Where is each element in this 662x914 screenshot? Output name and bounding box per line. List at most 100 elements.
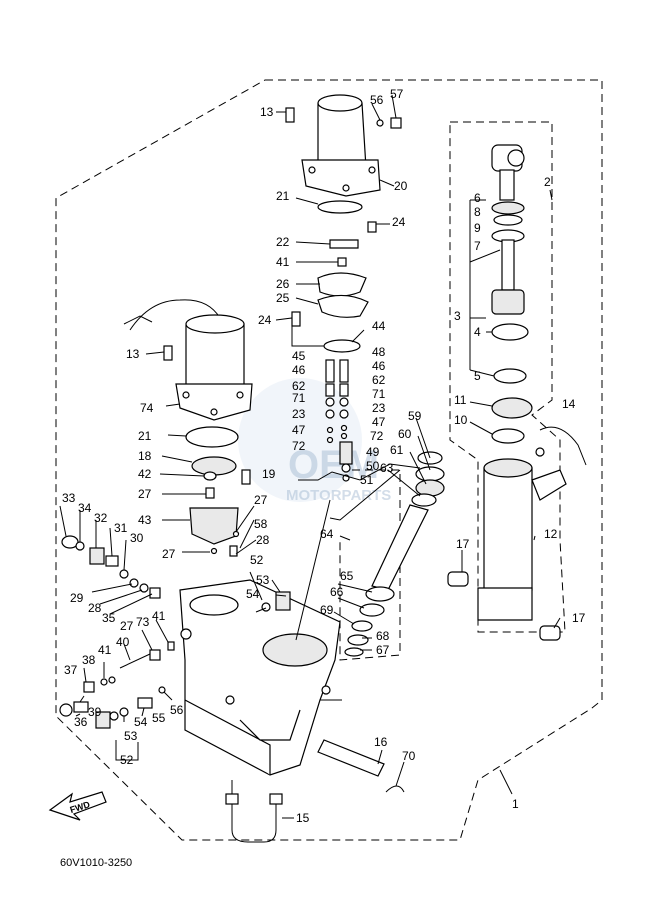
callout-41-low: 41: [98, 643, 112, 657]
callout-66: 66: [330, 585, 344, 599]
upper-pump-motor: [301, 94, 381, 197]
callout-31: 31: [114, 521, 128, 535]
callout-42: 42: [138, 467, 152, 481]
pipe-14: [539, 426, 587, 466]
bushing-17b: [539, 625, 561, 641]
ring-61: [415, 479, 445, 497]
cover-25: [317, 294, 369, 318]
leader-lines: [59, 94, 561, 819]
callout-21-top: 21: [276, 189, 290, 203]
valve-41a: [149, 649, 161, 661]
callout-46-left: 46: [292, 363, 306, 377]
bushing-17a: [447, 571, 469, 587]
callout-54-right: 54: [246, 587, 260, 601]
callout-52-left: 52: [120, 753, 134, 767]
ring-27d: [109, 711, 119, 721]
bracket-22: [329, 239, 359, 249]
callout-39: 39: [88, 705, 102, 719]
gasket-21-top: [317, 200, 363, 214]
valve-48: [339, 359, 349, 383]
ring-47b: [340, 424, 348, 432]
ring-4: [491, 323, 529, 341]
pump-43: [189, 507, 239, 545]
callout-59: 59: [408, 409, 422, 423]
callout-48: 48: [372, 345, 386, 359]
callout-68: 68: [376, 629, 390, 643]
callout-6: 6: [474, 191, 481, 205]
valve-37: [83, 681, 95, 693]
valve-27a: [205, 487, 215, 499]
callout-14: 14: [562, 397, 576, 411]
cap-11: [491, 397, 533, 419]
callout-22: 22: [276, 235, 290, 249]
callout-44: 44: [372, 319, 386, 333]
o-ring-56-top: [376, 119, 384, 127]
ring-67: [344, 647, 364, 657]
callout-13-lower: 13: [126, 347, 140, 361]
callout-9: 9: [474, 221, 481, 235]
callout-21-lower: 21: [138, 429, 152, 443]
screw-13-top: [285, 107, 295, 123]
ring-54b: [261, 602, 271, 612]
callout-labels: 13 56 57 20 21 24 22 41 26 25 24 44 45 4…: [62, 87, 586, 825]
ring-66: [359, 603, 385, 617]
ring-30: [119, 569, 129, 579]
screw-19: [241, 469, 251, 485]
callout-20: 20: [394, 179, 408, 193]
ball-23a: [325, 409, 335, 419]
callout-71-right: 71: [372, 387, 386, 401]
callout-58: 58: [254, 517, 268, 531]
ring-34: [75, 541, 85, 551]
valve-31: [105, 555, 119, 567]
watermark: OEM MOTORPARTS: [238, 378, 391, 504]
ball-71a: [325, 397, 335, 407]
callout-11: 11: [454, 393, 467, 407]
callout-15: 15: [296, 811, 310, 825]
callout-24-top: 24: [392, 215, 406, 229]
callout-1: 1: [512, 797, 519, 811]
callout-67: 67: [376, 643, 390, 657]
callout-56-low: 56: [170, 703, 184, 717]
ring-68: [347, 634, 369, 646]
callout-23-right: 23: [372, 401, 386, 415]
callout-4: 4: [474, 325, 481, 339]
callout-72-right: 72: [370, 429, 384, 443]
hose-15: [231, 800, 277, 843]
pin-16: [317, 739, 385, 777]
ring-63: [411, 493, 437, 507]
callout-36: 36: [74, 715, 88, 729]
callout-28-right: 28: [256, 533, 270, 547]
callout-64: 64: [320, 527, 334, 541]
pin-73: [167, 641, 175, 651]
tilt-cylinder-boundary: [449, 121, 566, 633]
ball-27b: [210, 547, 218, 555]
lower-pump-motor: [123, 299, 253, 421]
callout-17-left: 17: [456, 537, 470, 551]
valve-62a: [325, 383, 335, 397]
plug-32: [89, 547, 105, 565]
callout-32: 32: [94, 511, 108, 525]
plug-53: [95, 711, 111, 729]
callout-50: 50: [366, 459, 380, 473]
callout-27-b: 27: [254, 493, 268, 507]
callout-29: 29: [70, 591, 84, 605]
watermark-motorparts: MOTORPARTS: [286, 487, 391, 504]
tilt-piston-rod: [491, 144, 525, 315]
valve-49: [339, 441, 353, 465]
screw-24-mid: [291, 311, 301, 327]
callout-62-right: 62: [372, 373, 386, 387]
callout-19: 19: [262, 467, 276, 481]
callout-55: 55: [152, 711, 166, 725]
callout-41-mid: 41: [152, 609, 166, 623]
callout-57: 57: [390, 87, 404, 101]
tilt-cylinder-12: [477, 458, 567, 621]
valve-55: [137, 697, 153, 709]
o-ring-21-lower: [185, 426, 239, 448]
callout-69: 69: [320, 603, 334, 617]
clip-70: [385, 785, 405, 793]
callout-41-top: 41: [276, 255, 290, 269]
callout-3: 3: [454, 309, 461, 323]
callout-54-left: 54: [134, 715, 148, 729]
callout-62-left: 62: [292, 379, 306, 393]
